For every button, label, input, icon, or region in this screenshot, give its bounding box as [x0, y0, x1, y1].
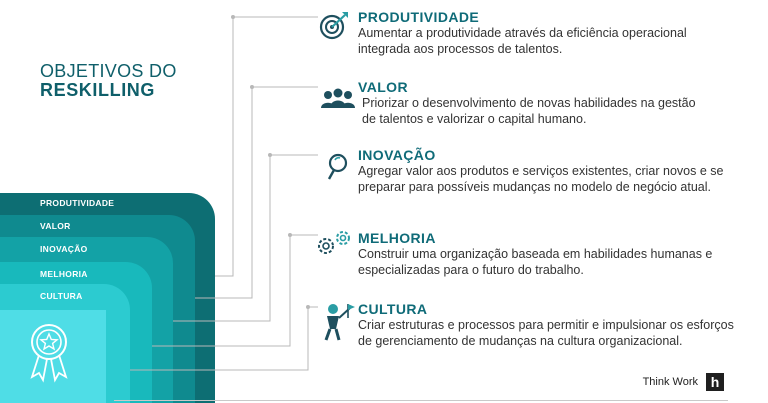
item-melhoria: MELHORIA Construir uma organização basea…: [358, 230, 738, 278]
target-arrow-icon: [319, 12, 348, 40]
title-line-1: OBJETIVOS DO: [40, 61, 177, 81]
page-title: OBJETIVOS DO RESKILLING: [40, 62, 177, 100]
step-label-cultura: CULTURA: [40, 291, 83, 301]
divider: [114, 400, 728, 401]
item-description: Agregar valor aos produtos e serviços ex…: [358, 164, 724, 194]
step-label-melhoria: MELHORIA: [40, 269, 88, 279]
item-title: MELHORIA: [358, 230, 436, 246]
award-medal-icon: [30, 324, 68, 383]
item-title: CULTURA: [358, 301, 428, 317]
item-title: PRODUTIVIDADE: [358, 9, 480, 25]
title-line-2: RESKILLING: [40, 80, 156, 100]
gears-icon: [318, 231, 350, 254]
item-inovacao: INOVAÇÃO Agregar valor aos produtos e se…: [358, 147, 758, 195]
step-label-valor: VALOR: [40, 221, 71, 231]
step-label-produtividade: PRODUTIVIDADE: [40, 198, 115, 208]
item-description: Criar estruturas e processos para permit…: [358, 318, 734, 348]
item-valor: VALOR Priorizar o desenvolvimento de nov…: [358, 79, 718, 127]
item-cultura: CULTURA Criar estruturas e processos par…: [358, 301, 748, 349]
item-description: Construir uma organização baseada em hab…: [358, 247, 713, 277]
step-label-inovacao: INOVAÇÃO: [40, 244, 88, 254]
item-description: Priorizar o desenvolvimento de novas hab…: [362, 96, 696, 126]
person-flag-icon: [324, 304, 355, 341]
item-description: Aumentar a produtividade através da efic…: [358, 26, 687, 56]
brand-name: Think Work: [642, 376, 698, 388]
item-title: INOVAÇÃO: [358, 147, 436, 163]
item-title: VALOR: [358, 79, 408, 95]
brand: Think Work h: [643, 373, 724, 391]
item-produtividade: PRODUTIVIDADE Aumentar a produtividade a…: [358, 9, 718, 57]
magnifier-icon: [327, 153, 348, 180]
brand-logo-icon: h: [706, 373, 724, 391]
people-group-icon: [321, 88, 355, 108]
